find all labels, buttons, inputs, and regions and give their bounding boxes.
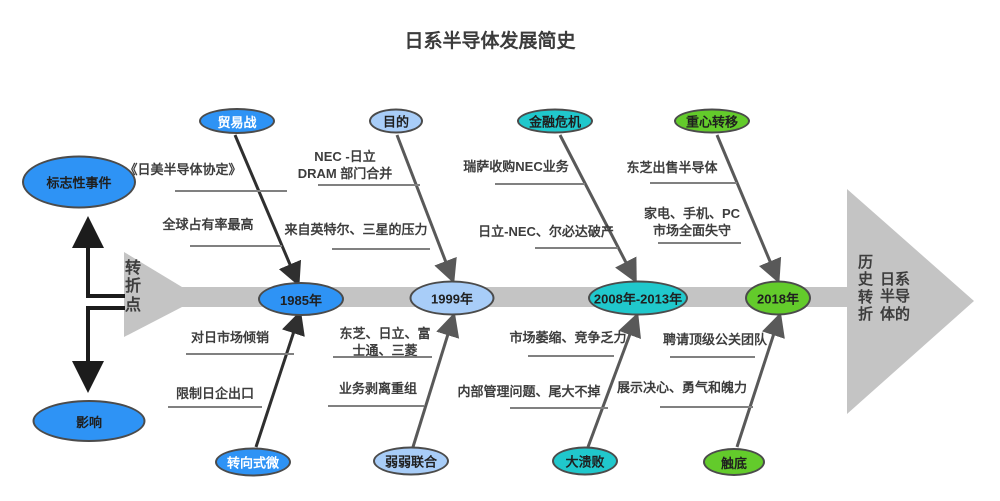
- pivot-point-label: 转折点: [124, 260, 141, 314]
- bone-2018-top: [715, 134, 782, 284]
- label-underlines: [168, 182, 755, 409]
- end-arrow-phrase-left: 历史转折: [857, 254, 873, 323]
- label-1999-bottom-2: 业务剥离重组: [338, 381, 418, 396]
- bone-2008-top: [558, 134, 637, 284]
- label-1999-top-2: 来自英特尔、三星的压力: [284, 222, 428, 237]
- category-oval-weak-alliance: 弱弱联合: [373, 446, 449, 476]
- bone-1985-bottom: [254, 310, 305, 448]
- category-oval-bottom-out: 触底: [703, 448, 765, 476]
- category-oval-decline: 转向式微: [215, 447, 291, 477]
- legend-oval-landmark-events: 标志性事件: [22, 155, 136, 209]
- timeline-node-1999: 1999年: [409, 280, 495, 316]
- end-arrow-phrase-right: 日系半导体的: [879, 271, 910, 323]
- label-1985-top-1: 《日美半导体协定》: [124, 162, 242, 177]
- category-oval-financial-crisis: 金融危机: [517, 108, 593, 134]
- label-1999-bottom-1: 东芝、日立、富 士通、三菱: [339, 326, 431, 358]
- bone-2018-bottom: [735, 312, 785, 448]
- timeline-node-1985: 1985年: [258, 282, 344, 316]
- label-1985-bottom-1: 对日市场倾销: [190, 330, 270, 345]
- timeline-node-2008-2013: 2008年-2013年: [588, 280, 688, 316]
- label-1999-top-1: NEC -日立 DRAM 部门合并: [297, 149, 393, 181]
- end-arrow-head: [847, 189, 974, 414]
- bone-1999-bottom: [411, 312, 460, 448]
- bone-1985-top: [233, 134, 302, 287]
- label-1985-top-2: 全球占有率最高: [162, 217, 254, 232]
- bone-1999-top: [395, 134, 457, 284]
- category-oval-trade-war: 贸易战: [199, 108, 275, 134]
- category-oval-focus-shift: 重心转移: [674, 108, 750, 134]
- timeline-node-2018: 2018年: [745, 280, 811, 316]
- spine-tail-triangle: [124, 252, 182, 337]
- label-2008-top-2: 日立-NEC、尔必达破产: [478, 224, 614, 239]
- label-1985-bottom-2: 限制日企出口: [175, 386, 255, 401]
- legend-oval-impact: 影响: [32, 400, 146, 442]
- label-2018-top-1: 东芝出售半导体: [626, 160, 718, 175]
- label-2008-bottom-1: 市场萎缩、竞争乏力: [509, 330, 627, 345]
- label-2018-bottom-1: 聘请顶级公关团队: [662, 332, 768, 347]
- label-2008-top-1: 瑞萨收购NEC业务: [463, 159, 569, 174]
- label-2018-bottom-2: 展示决心、勇气和魄力: [616, 380, 748, 395]
- category-oval-collapse: 大溃败: [552, 446, 618, 476]
- label-2018-top-2: 家电、手机、PC 市场全面失守: [643, 206, 741, 238]
- bone-2008-bottom: [586, 312, 641, 448]
- diagram-title: 日系半导体发展简史: [404, 31, 576, 52]
- category-oval-purpose: 目的: [369, 108, 423, 134]
- label-2008-bottom-2: 内部管理问题、尾大不掉: [457, 384, 601, 399]
